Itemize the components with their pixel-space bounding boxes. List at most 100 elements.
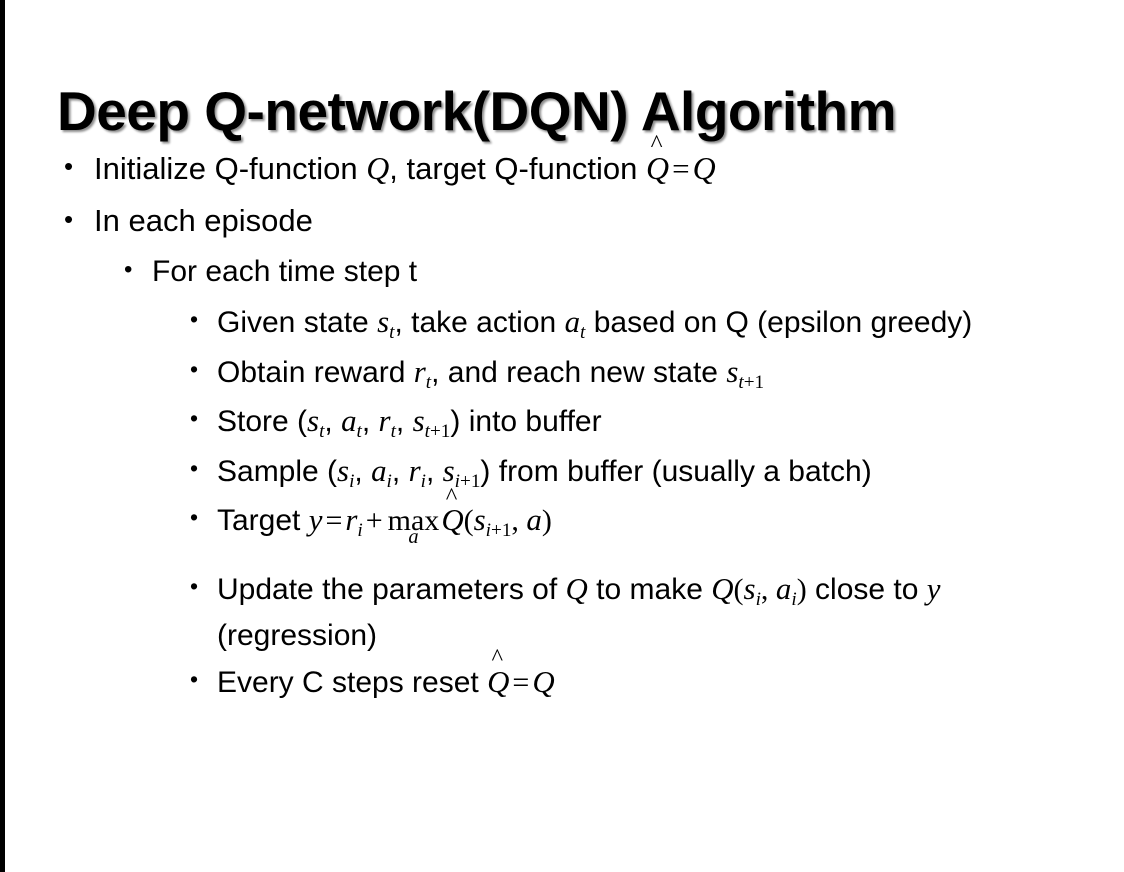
bullet-given-state: • Given state st, take action at based o…: [0, 300, 1124, 347]
text-fragment: ) from buffer (usually a batch): [480, 454, 872, 488]
math-var-q: Q: [366, 151, 390, 186]
math-subscript: t+1: [425, 421, 451, 442]
math-subscript: t: [390, 420, 396, 442]
bullet-given-state-text: Given state st, take action at based on …: [217, 300, 1102, 347]
subscript-number: 1: [440, 420, 451, 442]
text-fragment: , and reach new state: [431, 355, 727, 389]
math-var-r: r: [345, 502, 358, 538]
math-max-limit: a: [408, 526, 419, 549]
subscript-var: i: [454, 470, 460, 492]
math-var-r: r: [413, 353, 426, 389]
math-plus: +: [365, 504, 383, 538]
text-fragment: , target Q-function: [389, 151, 647, 186]
bullet-marker: •: [64, 204, 74, 235]
math-equals: =: [512, 666, 530, 700]
math-subscript: i: [357, 520, 363, 542]
bullet-obtain-reward-text: Obtain reward rt, and reach new state st…: [217, 350, 1102, 397]
text-fragment: ,: [354, 454, 372, 488]
text-fragment: based on Q (epsilon greedy): [585, 305, 973, 339]
hat-accent-icon: ^: [650, 129, 663, 158]
text-fragment: Obtain reward: [217, 355, 414, 389]
text-fragment: Update the parameters of: [217, 572, 566, 606]
text-fragment: close to: [806, 572, 927, 606]
math-var-q-hat-base: Q: [487, 664, 510, 700]
math-var-q: Q: [565, 570, 588, 606]
bullet-in-each-episode-text: In each episode: [94, 203, 313, 239]
math-var-q-hat-base: Q: [646, 151, 670, 186]
subscript-plus: +: [743, 371, 755, 393]
bullet-marker: •: [190, 355, 199, 382]
math-var-s-next: s: [442, 452, 455, 488]
bullet-obtain-reward: • Obtain reward rt, and reach new state …: [0, 350, 1124, 397]
math-var-r: r: [408, 452, 421, 488]
text-fragment: ,: [324, 405, 342, 439]
subscript-var: t: [738, 371, 744, 393]
text-fragment: ,: [361, 405, 379, 439]
math-paren-close: ): [796, 572, 807, 606]
text-fragment: ,: [425, 454, 443, 488]
bullet-for-each-time-step-text: For each time step t: [152, 255, 418, 289]
text-fragment: ) into buffer: [450, 405, 602, 439]
math-var-q2: Q: [692, 151, 716, 186]
subscript-number: 1: [754, 371, 765, 393]
math-subscript: i+1: [455, 470, 481, 491]
text-fragment: Given state: [217, 305, 378, 339]
math-q-hat: ^Q: [487, 646, 510, 705]
math-var-q-hat-base: Q: [441, 502, 464, 538]
bullet-for-each-time-step: • For each time step t: [0, 251, 1124, 294]
bullet-marker: •: [190, 405, 199, 432]
subscript-var: i: [485, 520, 491, 542]
math-var-a: a: [526, 502, 542, 538]
hat-accent-icon: ^: [491, 644, 504, 672]
bullet-update-parameters: • Update the parameters of Q to make Q(s…: [0, 567, 1124, 657]
bullet-reset-target: • Every C steps reset ^Q=Q: [0, 646, 1124, 705]
math-var-s: s: [377, 303, 390, 339]
hat-accent-icon: ^: [445, 482, 458, 510]
bullet-store-transition-text: Store (st, at, rt, st+1) into buffer: [217, 399, 1102, 446]
subscript-plus: +: [491, 520, 502, 542]
bullet-store-transition: • Store (st, at, rt, st+1) into buffer: [0, 399, 1124, 446]
math-equals: =: [325, 504, 343, 538]
math-var-q2: Q: [711, 570, 734, 606]
text-fragment: Initialize Q-function: [94, 151, 367, 186]
math-paren-open: (: [733, 572, 744, 606]
subscript-number: 1: [501, 520, 512, 542]
text-fragment: Target: [217, 504, 309, 538]
math-var-s: s: [473, 502, 486, 538]
math-var-a: a: [775, 570, 792, 606]
math-var-a: a: [371, 452, 387, 488]
math-var-s: s: [726, 353, 739, 389]
text-fragment: Every C steps reset: [217, 666, 488, 700]
bullet-marker: •: [64, 151, 74, 181]
bullet-reset-target-text: Every C steps reset ^Q=Q: [217, 646, 1102, 705]
subscript-number: 1: [470, 470, 481, 492]
math-subscript: i+1: [486, 520, 512, 541]
math-var-a: a: [341, 403, 357, 439]
math-subscript: t: [389, 321, 395, 343]
math-max-label: max: [387, 504, 440, 538]
math-subscript: i: [349, 470, 355, 492]
bullet-sample-batch-text: Sample (si, ai, ri, si+1) from buffer (u…: [217, 449, 1102, 496]
text-fragment: (regression): [217, 618, 378, 652]
math-var-s: s: [337, 452, 350, 488]
math-subscript: t: [580, 321, 586, 343]
math-subscript: i: [755, 588, 761, 610]
text-fragment: ,: [395, 405, 413, 439]
math-subscript: i: [420, 470, 426, 492]
text-fragment: Sample (: [217, 454, 338, 488]
bullet-list: • Initialize Q-function Q, target Q-func…: [0, 131, 1124, 708]
bullet-in-each-episode: • In each episode: [0, 199, 1124, 243]
math-paren-close: ): [541, 504, 552, 538]
math-var-r: r: [378, 403, 391, 439]
page-title: Deep Q-network(DQN) Algorithm: [57, 79, 897, 142]
math-comma: ,: [760, 572, 776, 606]
math-subscript: i: [386, 470, 392, 492]
math-subscript: t+1: [738, 371, 764, 392]
subscript-plus: +: [459, 470, 471, 492]
math-subscript: t: [425, 371, 432, 393]
bullet-marker: •: [190, 572, 199, 599]
